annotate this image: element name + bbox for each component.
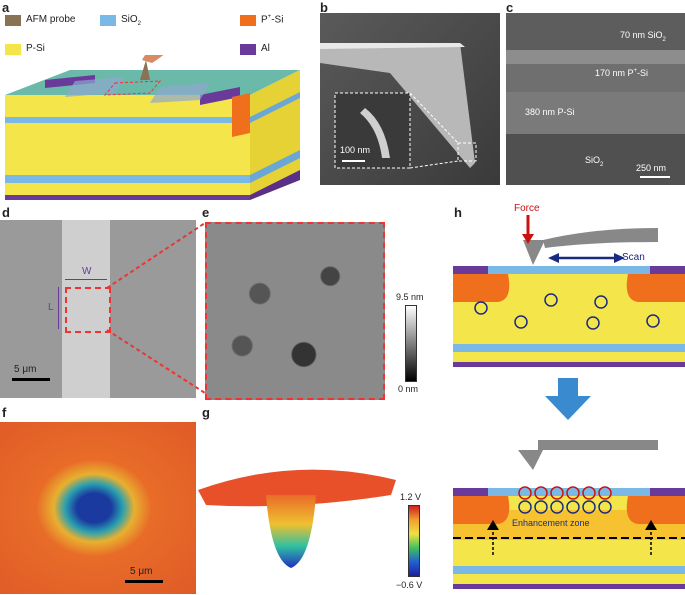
c-scale-label: 250 nm — [636, 163, 667, 173]
l-label: L — [48, 302, 54, 313]
legend-sio2-label: SiO2 — [121, 14, 142, 27]
panel-label-h: h — [454, 205, 462, 220]
g-colorbar — [408, 505, 420, 577]
scan-area-box-d — [65, 287, 111, 333]
f-scale-label: 5 μm — [130, 566, 153, 577]
w-label: W — [82, 266, 92, 277]
g-cbar-bottom: −0.6 V — [396, 580, 423, 590]
afm-channel-stripe — [62, 220, 110, 398]
c-label-psi-380: 380 nm P-Si — [525, 107, 575, 117]
f-scale-bar — [125, 580, 163, 583]
legend-psi-label: P-Si — [26, 43, 45, 54]
legend-swatch-al — [240, 44, 256, 55]
h-force-label: Force — [514, 203, 540, 214]
panel-label-a: a — [2, 0, 10, 15]
layer-pplus — [506, 64, 685, 92]
w-arrow — [65, 279, 107, 280]
panel-label-d: d — [2, 205, 10, 220]
g-cbar-top: 1.2 V — [400, 492, 422, 502]
c-scale-bar — [640, 176, 670, 178]
e-cbar-bottom: 0 nm — [398, 384, 419, 394]
panel-label-e: e — [202, 205, 210, 220]
c-label-pplus-170: 170 nm P+-Si — [595, 68, 649, 78]
legend-swatch-afm — [5, 15, 21, 26]
legend-swatch-pplus — [240, 15, 256, 26]
legend-swatch-sio2 — [100, 15, 116, 26]
h-scan-label: Scan — [622, 252, 645, 263]
device-3d-illustration — [5, 55, 300, 200]
legend-al-label: Al — [261, 43, 270, 54]
e-colorbar — [405, 305, 417, 382]
kpfm-image — [0, 422, 196, 594]
l-arrow — [58, 287, 59, 329]
legend-pplus-label: P+-Si — [261, 14, 284, 26]
layer-psi — [506, 92, 685, 134]
layer-sio2-top — [506, 50, 685, 64]
c-label-sio2: SiO2 — [585, 155, 604, 168]
h-zone-label: Enhancement zone — [512, 518, 590, 528]
kpfm-3d-surface — [198, 469, 396, 568]
legend-swatch-psi — [5, 44, 21, 55]
panel-label-f: f — [2, 405, 7, 420]
afm-zoom-image — [205, 222, 385, 400]
panel-label-c: c — [506, 0, 514, 15]
c-label-sio2-70: 70 nm SiO2 — [620, 30, 666, 43]
d-scale-bar — [12, 378, 50, 381]
d-scale-label: 5 μm — [14, 364, 37, 375]
zoom-lines — [106, 222, 206, 394]
sem-probe-drawing — [320, 43, 477, 169]
panel-label-b: b — [320, 0, 328, 15]
legend-afm-label: AFM probe — [26, 14, 76, 25]
sem-b-scale-label: 100 nm — [340, 145, 371, 155]
h-schematic — [453, 215, 685, 589]
e-cbar-top: 9.5 nm — [396, 292, 424, 302]
panel-label-g: g — [202, 405, 210, 420]
